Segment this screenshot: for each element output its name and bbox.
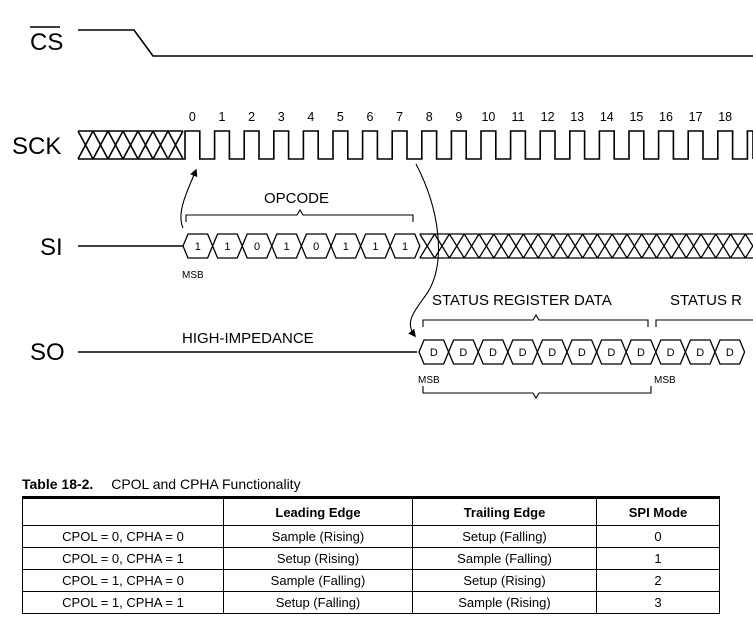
so-bit-value: D [607,347,615,359]
cs-label: CS [30,29,63,56]
si-opcode-bits: 1 1 0 1 0 1 1 1 [182,233,421,259]
status-register-label-next: STATUS R [670,292,742,309]
so-bit-value: D [548,347,556,359]
row-leading-edge: Sample (Falling) [223,569,413,592]
row-spi-mode: 1 [596,547,720,570]
so-bit-value: D [519,347,527,359]
row-config: CPOL = 1, CPHA = 1 [22,591,224,614]
status-register-label: STATUS REGISTER DATA [432,292,612,309]
table-number: Table 18-2. [22,476,94,492]
clock-number: 3 [278,110,285,124]
sck-label: SCK [12,133,61,160]
si-bit-cell [389,233,421,259]
row-leading-edge: Setup (Falling) [223,591,413,614]
high-impedance-label: HIGH-IMPEDANCE [182,330,314,347]
clock-number: 14 [600,110,614,124]
opcode-brace [185,208,414,222]
clock-number: 5 [337,110,344,124]
so-msb-label-next: MSB [654,375,676,386]
clock-number: 7 [396,110,403,124]
table-row: CPOL = 1, CPHA = 1 Setup (Falling) Sampl… [22,591,720,614]
so-bit-value: D [430,347,438,359]
status-register-brace-next [655,319,753,327]
status-register-bottom-brace [422,386,652,400]
clock-number: 9 [455,110,462,124]
si-bit-value: 0 [254,241,260,253]
row-config: CPOL = 0, CPHA = 0 [22,525,224,548]
so-bit-value: D [459,347,467,359]
so-label: SO [30,339,65,366]
row-trailing-edge: Sample (Rising) [412,591,597,614]
row-trailing-edge: Setup (Rising) [412,569,597,592]
si-label: SI [40,234,63,261]
so-bit-value: D [637,347,645,359]
si-bit-value: 1 [372,241,378,253]
si-dont-care-region [419,233,753,259]
si-msb-label: MSB [182,270,204,281]
sck-edge-arrow [180,168,198,229]
opcode-label: OPCODE [264,190,329,207]
so-bit-value: D [696,347,704,359]
so-bit-value: D [726,347,734,359]
row-config: CPOL = 1, CPHA = 0 [22,569,224,592]
clock-number: 6 [367,110,374,124]
row-trailing-edge: Sample (Falling) [412,547,597,570]
clock-number: 1 [219,110,226,124]
cs-waveform [78,29,753,57]
header-trailing-edge: Trailing Edge [412,497,597,526]
table-title: CPOL and CPHA Functionality [111,476,301,492]
header-spi-mode: SPI Mode [596,497,720,526]
header-leading-edge: Leading Edge [223,497,413,526]
clock-number: 11 [512,110,525,124]
si-bit-value: 1 [284,241,290,253]
clock-number: 4 [307,110,314,124]
row-config: CPOL = 0, CPHA = 1 [22,547,224,570]
header-blank [22,497,224,526]
row-leading-edge: Sample (Rising) [223,525,413,548]
clock-number: 13 [570,110,584,124]
table-caption: Table 18-2. CPOL and CPHA Functionality [22,476,301,492]
so-msb-label: MSB [418,375,440,386]
clock-number: 18 [718,110,732,124]
so-bit-value: D [667,347,675,359]
status-register-brace [422,313,649,327]
sck-dont-care-region [77,130,184,160]
clock-number: 16 [659,110,673,124]
clock-number: 8 [426,110,433,124]
table-row: CPOL = 1, CPHA = 0 Sample (Falling) Setu… [22,569,720,592]
row-trailing-edge: Setup (Falling) [412,525,597,548]
table-row: CPOL = 0, CPHA = 1 Setup (Rising) Sample… [22,547,720,570]
row-spi-mode: 2 [596,569,720,592]
so-bit-cell [714,339,746,365]
row-spi-mode: 0 [596,525,720,548]
clock-number: 10 [481,110,495,124]
si-bit-value: 1 [343,241,349,253]
si-bit-value: 1 [195,241,201,253]
cpol-cpha-table: Leading Edge Trailing Edge SPI Mode CPOL… [22,496,720,614]
table-row: CPOL = 0, CPHA = 0 Sample (Rising) Setup… [22,525,720,548]
so-bit-value: D [489,347,497,359]
clock-number: 0 [189,110,196,124]
clock-number: 12 [541,110,555,124]
si-bit-value: 0 [313,241,319,253]
so-bit-value: D [578,347,586,359]
row-leading-edge: Setup (Rising) [223,547,413,570]
clock-number: 15 [629,110,643,124]
si-bit-value: 1 [402,241,408,253]
sck-waveform [183,130,753,160]
si-bit-value: 1 [224,241,230,253]
clock-number: 2 [248,110,255,124]
clock-number: 17 [689,110,703,124]
so-output-arrow [408,163,439,338]
table-header-row: Leading Edge Trailing Edge SPI Mode [22,497,720,526]
row-spi-mode: 3 [596,591,720,614]
